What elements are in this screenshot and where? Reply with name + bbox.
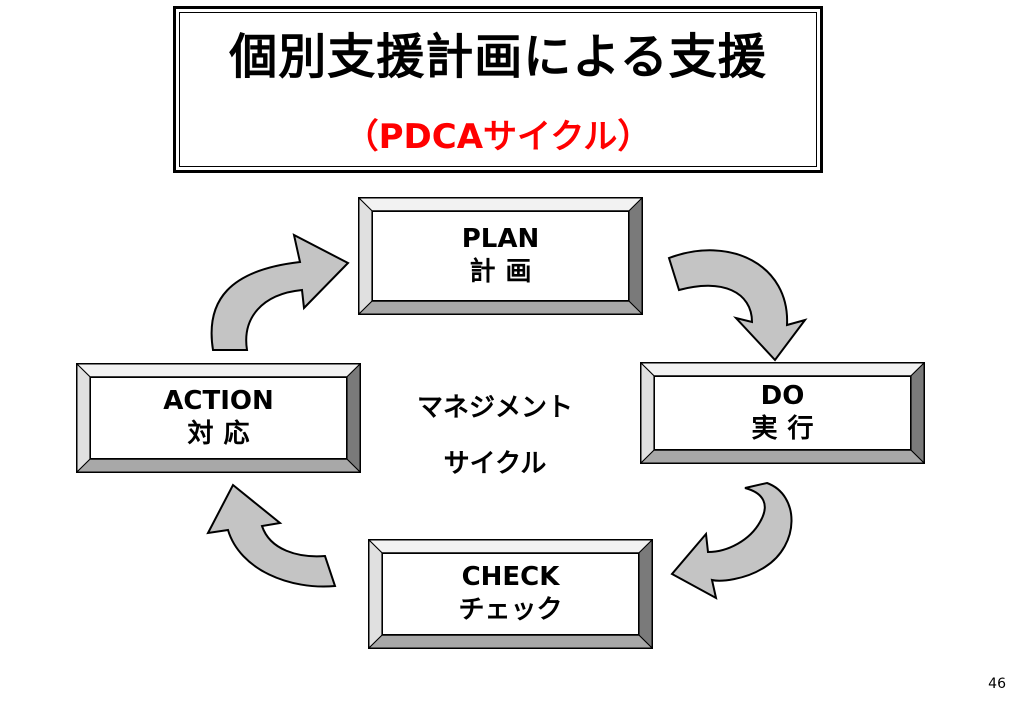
stage-plan-face: PLAN 計画	[372, 211, 629, 301]
bevel-frame	[641, 363, 924, 463]
stage-do-face: DO 実行	[654, 376, 911, 450]
center-label-line1: マネジメント	[416, 393, 573, 423]
arrow-check-to-action	[206, 483, 337, 588]
stage-do-label-en: DO	[760, 381, 805, 411]
bevel-frame	[77, 364, 360, 472]
stage-do-label-ja: 実行	[751, 414, 824, 444]
stage-plan: PLAN 計画	[358, 197, 643, 315]
bevel-frame	[359, 198, 642, 314]
title-box: 個別支援計画による支援 （PDCAサイクル）	[173, 6, 823, 173]
stage-action-face: ACTION 対応	[90, 377, 347, 459]
stage-action-label-ja: 対応	[187, 419, 260, 449]
stage-check: CHECK チェック	[368, 539, 653, 649]
arrow-plan-to-do	[667, 249, 808, 362]
stage-action-label-en: ACTION	[163, 386, 274, 416]
arrow-do-to-check	[670, 481, 793, 600]
stage-check-label-ja: チェック	[458, 595, 563, 625]
stage-do: DO 実行	[640, 362, 925, 464]
arrow-action-to-plan	[210, 233, 350, 351]
stage-action: ACTION 対応	[76, 363, 361, 473]
center-label-line2: サイクル	[443, 449, 547, 479]
bevel-frame	[369, 540, 652, 648]
stage-plan-label-ja: 計画	[469, 257, 542, 287]
stage-plan-label-en: PLAN	[461, 224, 540, 254]
stage-check-face: CHECK チェック	[382, 553, 639, 635]
stage-check-label-en: CHECK	[461, 562, 560, 592]
page-number: 46	[988, 676, 1006, 692]
